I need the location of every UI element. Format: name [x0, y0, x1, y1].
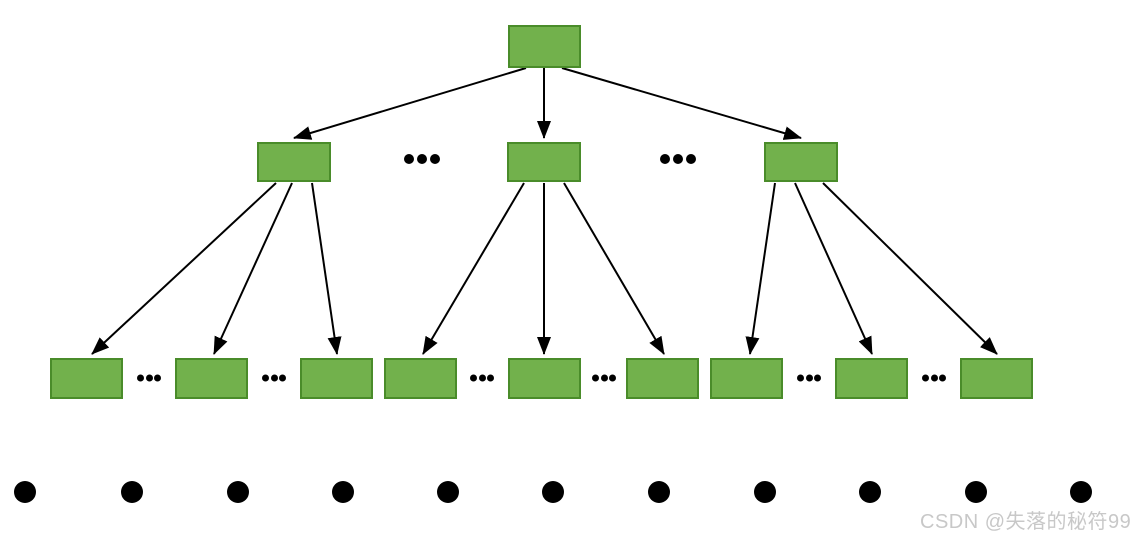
ellipsis-dot [814, 374, 821, 382]
tree-node-l8[interactable] [834, 357, 908, 399]
leaf-dot-9 [859, 481, 881, 503]
ellipsis-l3-gap-5 [797, 374, 821, 382]
tree-node-l4[interactable] [383, 357, 457, 399]
ellipsis-dot [145, 374, 153, 382]
tree-node-b1[interactable] [257, 142, 331, 182]
ellipsis-dot [939, 374, 946, 382]
tree-edges [91, 67, 998, 355]
ellipsis-dot [262, 374, 269, 382]
leaf-dot-3 [227, 481, 249, 503]
ellipsis-dot [600, 374, 608, 382]
ellipsis-dot [154, 374, 161, 382]
ellipsis-dot [270, 374, 278, 382]
ellipsis-dot [660, 154, 670, 164]
ellipsis-l3-gap-1 [137, 374, 161, 382]
ellipsis-l3-gap-6 [922, 374, 946, 382]
tree-edge-b1-to-l2 [213, 182, 293, 355]
tree-edge-root-to-b1 [293, 67, 527, 140]
tree-edge-b2-to-l6 [563, 182, 665, 355]
tree-edge-b3-to-l9 [822, 182, 998, 355]
leaf-dot-11 [1070, 481, 1092, 503]
tree-node-l7[interactable] [709, 357, 783, 399]
leaf-dot-6 [542, 481, 564, 503]
tree-node-l1[interactable] [49, 357, 123, 399]
tree-node-l9[interactable] [959, 357, 1033, 399]
ellipsis-dot [279, 374, 286, 382]
ellipsis-dot [805, 374, 813, 382]
leaf-dot-10 [965, 481, 987, 503]
tree-edge-b2-to-l4 [422, 182, 525, 355]
ellipsis-dot [922, 374, 929, 382]
ellipsis-l2-gap-2 [660, 154, 696, 164]
tree-node-l6[interactable] [625, 357, 699, 399]
ellipsis-dot [417, 154, 427, 164]
tree-node-b2[interactable] [507, 142, 581, 182]
ellipsis-dot [930, 374, 938, 382]
tree-node-root[interactable] [507, 24, 581, 68]
leaf-dot-4 [332, 481, 354, 503]
ellipsis-l3-gap-3 [470, 374, 494, 382]
tree-node-l2[interactable] [174, 357, 248, 399]
leaf-dot-1 [14, 481, 36, 503]
tree-edge-b1-to-l3 [311, 182, 342, 355]
ellipsis-dot [592, 374, 599, 382]
tree-edge-b3-to-l7 [745, 182, 776, 355]
tree-node-l3[interactable] [299, 357, 373, 399]
ellipsis-dot [797, 374, 804, 382]
leaf-dot-7 [648, 481, 670, 503]
ellipsis-l2-gap-1 [404, 154, 440, 164]
ellipsis-dot [404, 154, 414, 164]
tree-edge-b1-to-l1 [91, 182, 277, 355]
ellipsis-dot [470, 374, 477, 382]
tree-edge-root-to-b3 [561, 67, 802, 140]
tree-edge-b3-to-l8 [794, 182, 873, 355]
ellipsis-dot [478, 374, 486, 382]
leaf-dot-2 [121, 481, 143, 503]
watermark-label: CSDN @失落的秘符99 [920, 511, 1132, 533]
tree-node-l5[interactable] [507, 357, 581, 399]
ellipsis-dot [609, 374, 616, 382]
ellipsis-dot [673, 154, 683, 164]
ellipsis-dot [430, 154, 440, 164]
ellipsis-dot [686, 154, 696, 164]
tree-node-b3[interactable] [764, 142, 838, 182]
ellipsis-dot [137, 374, 144, 382]
ellipsis-dot [487, 374, 494, 382]
leaf-dot-8 [754, 481, 776, 503]
ellipsis-l3-gap-4 [592, 374, 616, 382]
ellipsis-l3-gap-2 [262, 374, 286, 382]
leaf-dot-5 [437, 481, 459, 503]
